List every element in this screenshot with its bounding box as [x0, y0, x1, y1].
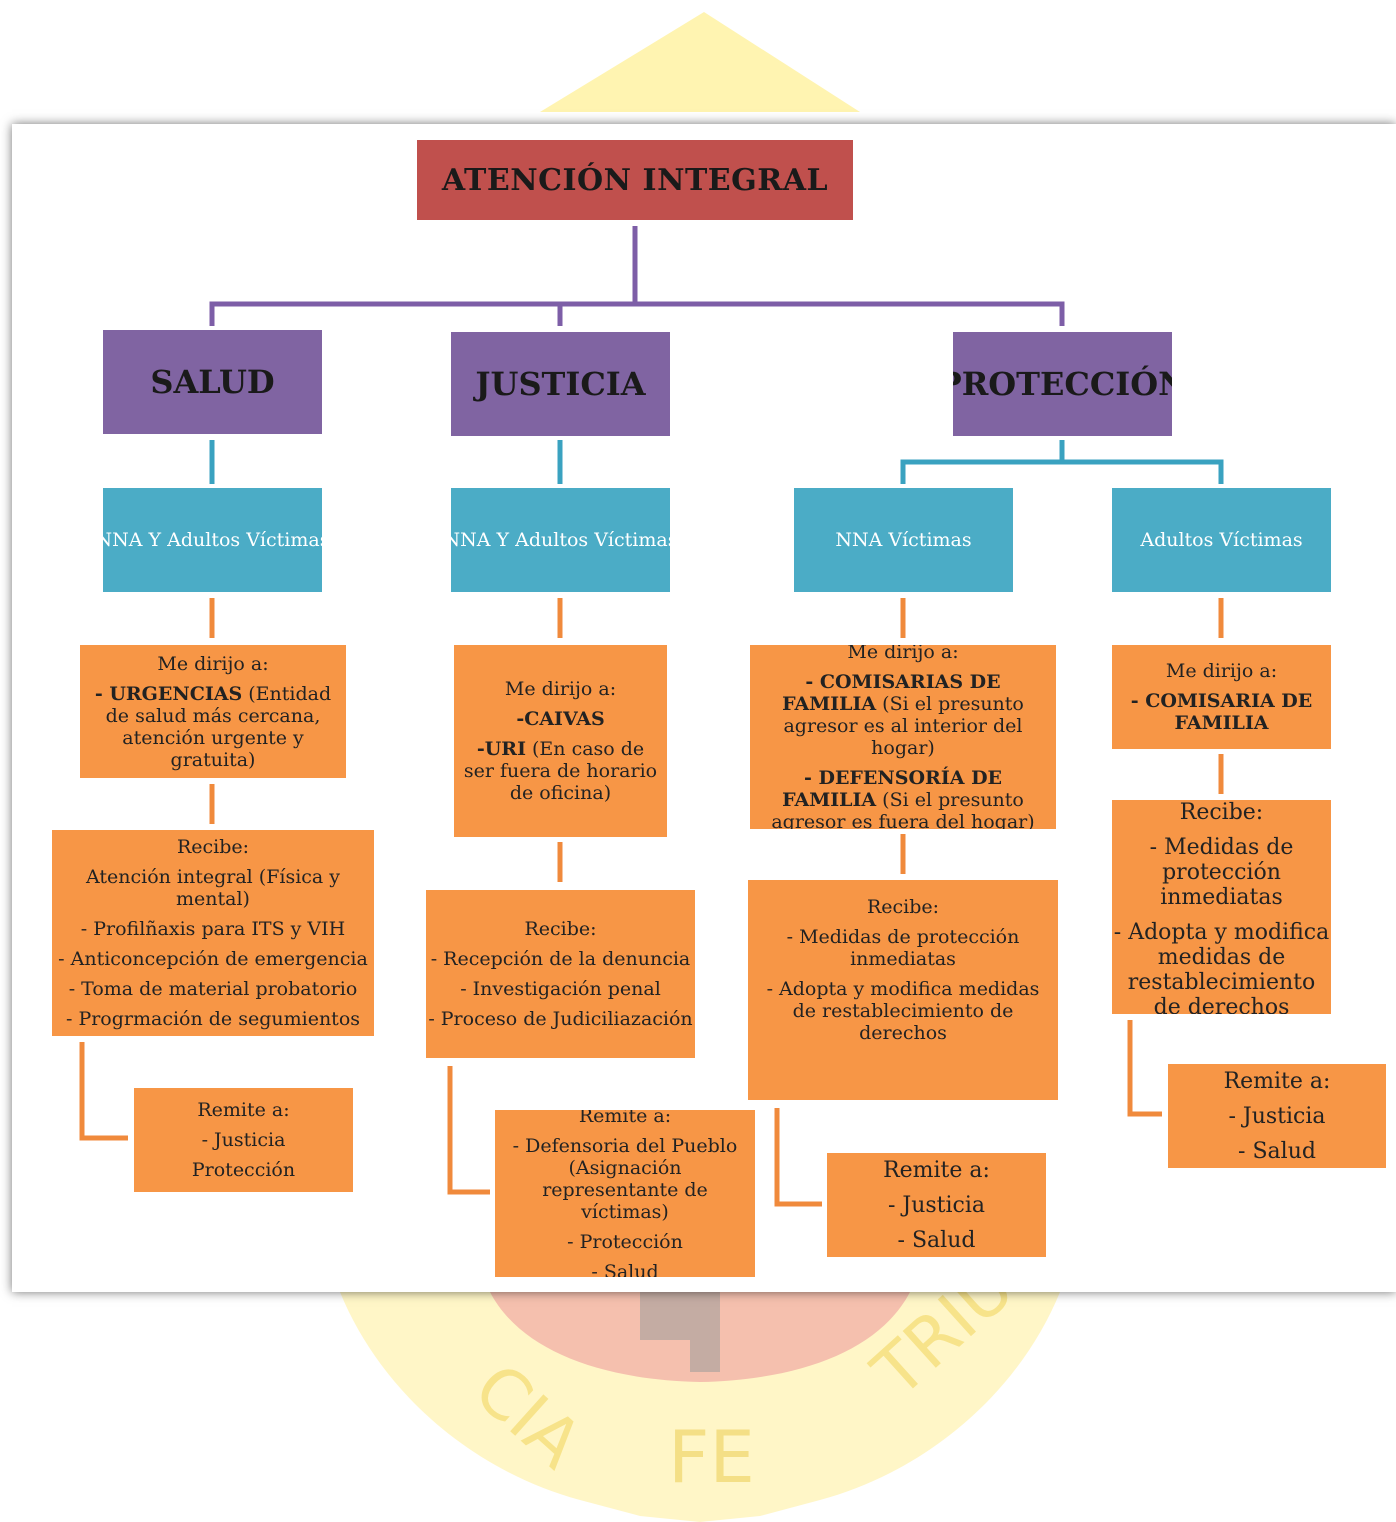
- justicia-remite-item: - Salud: [591, 1260, 659, 1278]
- watermark-bottom-text: FE: [668, 1415, 755, 1499]
- proteccion-nna-recibe-header: Recibe:: [866, 896, 940, 918]
- justicia-recibe-box: Recibe: - Recepción de la denuncia - Inv…: [426, 890, 695, 1058]
- target-proteccion-adultos-label: Adultos Víctimas: [1140, 529, 1303, 551]
- orange-connectors: [79, 598, 1224, 1207]
- target-proteccion-nna: NNA Víctimas: [794, 488, 1013, 592]
- target-proteccion-adultos: Adultos Víctimas: [1112, 488, 1331, 592]
- salud-recibe-item: - Profilñaxis para ITS y VIH: [80, 918, 346, 940]
- proteccion-adultos-recibe-box: Recibe: - Medidas de protección inmediat…: [1112, 800, 1331, 1014]
- proteccion-adultos-recibe-item: - Adopta y modifica medidas de restablec…: [1113, 920, 1330, 1014]
- target-salud-label: NNA Y Adultos Víctimas: [103, 529, 322, 551]
- category-justicia-label: JUSTICIA: [475, 365, 646, 403]
- justicia-dirijo-uri-label: -URI: [476, 738, 526, 760]
- proteccion-nna-remite-item: - Justicia: [887, 1192, 986, 1218]
- justicia-recibe-item: - Recepción de la denuncia: [430, 948, 691, 970]
- proteccion-nna-dirijo-box: Me dirijo a: - COMISARIAS DE FAMILIA (Si…: [750, 645, 1056, 829]
- justicia-recibe-item: - Proceso de Judiciliazación: [428, 1008, 693, 1030]
- justicia-dirijo-uri: -URI (En caso de ser fuera de horario de…: [462, 738, 659, 804]
- category-salud: SALUD: [103, 330, 322, 434]
- justicia-dirijo-header: Me dirijo a:: [504, 678, 617, 700]
- salud-recibe-header: Recibe:: [176, 836, 250, 858]
- salud-recibe-item: - Toma de material probatorio: [68, 978, 358, 1000]
- salud-recibe-box: Recibe: Atención integral (Física y ment…: [52, 830, 374, 1036]
- proteccion-adultos-remite-box: Remite a: - Justicia - Salud: [1168, 1064, 1386, 1168]
- justicia-remite-header: Remite a:: [578, 1110, 672, 1127]
- salud-recibe-item: Atención integral (Física y mental): [85, 866, 341, 910]
- proteccion-nna-recibe-item: - Adopta y modifica medidas de restablec…: [766, 978, 1040, 1044]
- proteccion-adultos-comisaria: - COMISARIA DE FAMILIA: [1130, 690, 1313, 734]
- target-proteccion-nna-label: NNA Víctimas: [835, 529, 972, 551]
- salud-remite-header: Remite a:: [197, 1099, 290, 1121]
- target-justicia: NNA Y Adultos Víctimas: [451, 488, 670, 592]
- justicia-dirijo-caivas: -CAIVAS: [516, 708, 605, 730]
- proteccion-nna-defensoria: - DEFENSORÍA DE FAMILIA: [782, 767, 1003, 811]
- justicia-recibe-header: Recibe:: [524, 918, 597, 940]
- teal-connectors: [209, 440, 1224, 484]
- proteccion-nna-dirijo-item2: - DEFENSORÍA DE FAMILIA (Si el presunto …: [758, 767, 1048, 829]
- proteccion-nna-dirijo-item1: - COMISARIAS DE FAMILIA (Si el presunto …: [758, 671, 1048, 759]
- proteccion-adultos-remite-item: - Salud: [1238, 1138, 1316, 1164]
- salud-recibe-item: - Progrmación de segumientos: [65, 1008, 361, 1030]
- proteccion-adultos-remite-header: Remite a:: [1223, 1068, 1331, 1094]
- proteccion-nna-remite-header: Remite a:: [883, 1157, 990, 1183]
- salud-dirijo-detail: (Entidad de salud más cercana, atención …: [105, 682, 332, 771]
- salud-remite-box: Remite a: - Justicia Protección: [134, 1088, 353, 1192]
- salud-dirijo-urgencias: - URGENCIAS: [94, 682, 243, 705]
- proteccion-adultos-recibe-item: - Medidas de protección inmediatas: [1149, 835, 1294, 910]
- purple-connectors: [209, 226, 1065, 326]
- proteccion-nna-defensoria-detail: (Si el presunto agresor es fuera del hog…: [771, 789, 1035, 829]
- proteccion-nna-comisarias: - COMISARIAS DE FAMILIA: [782, 671, 1001, 715]
- category-proteccion-label: PROTECCIÓN: [953, 365, 1172, 403]
- salud-dirijo-box: Me dirijo a: - URGENCIAS (Entidad de sal…: [80, 645, 346, 778]
- category-justicia: JUSTICIA: [451, 332, 670, 436]
- proteccion-nna-remite-item: - Salud: [897, 1227, 976, 1253]
- salud-recibe-item: - Anticoncepción de emergencia: [58, 948, 368, 970]
- proteccion-adultos-dirijo-box: Me dirijo a: - COMISARIA DE FAMILIA: [1112, 645, 1331, 749]
- proteccion-nna-dirijo-header: Me dirijo a:: [847, 645, 959, 663]
- salud-dirijo-text: - URGENCIAS (Entidad de salud más cercan…: [86, 683, 340, 771]
- justicia-remite-item: - Defensoria del Pueblo (Asignación repr…: [512, 1134, 738, 1223]
- proteccion-adultos-dirijo-header: Me dirijo a:: [1165, 660, 1278, 682]
- justicia-dirijo-uri-detail: (En caso de ser fuera de horario de ofic…: [463, 738, 658, 804]
- proteccion-nna-comisarias-detail: (Si el presunto agresor es al interior d…: [783, 693, 1024, 759]
- justicia-remite-box: Remite a: - Defensoria del Pueblo (Asign…: [495, 1110, 755, 1277]
- category-salud-label: SALUD: [150, 363, 275, 401]
- proteccion-nna-remite-box: Remite a: - Justicia - Salud: [827, 1153, 1046, 1257]
- proteccion-adultos-recibe-header: Recibe:: [1179, 800, 1264, 825]
- justicia-remite-item: - Protección: [567, 1230, 683, 1253]
- target-justicia-label: NNA Y Adultos Víctimas: [451, 529, 670, 551]
- proteccion-adultos-remite-item: - Justicia: [1228, 1103, 1326, 1129]
- salud-remite-item: Protección: [191, 1159, 296, 1181]
- target-salud: NNA Y Adultos Víctimas: [103, 488, 322, 592]
- salud-remite-item: - Justicia: [201, 1129, 286, 1151]
- justicia-dirijo-box: Me dirijo a: -CAIVAS -URI (En caso de se…: [454, 645, 667, 837]
- salud-dirijo-header: Me dirijo a:: [157, 652, 269, 675]
- proteccion-nna-recibe-box: Recibe: - Medidas de protección inmediat…: [748, 880, 1058, 1100]
- justicia-recibe-item: - Investigación penal: [460, 978, 661, 1000]
- category-proteccion: PROTECCIÓN: [953, 332, 1172, 436]
- proteccion-nna-recibe-item: - Medidas de protección inmediatas: [786, 926, 1020, 970]
- diagram-title: ATENCIÓN INTEGRAL: [441, 162, 829, 198]
- title-box: ATENCIÓN INTEGRAL: [417, 140, 853, 220]
